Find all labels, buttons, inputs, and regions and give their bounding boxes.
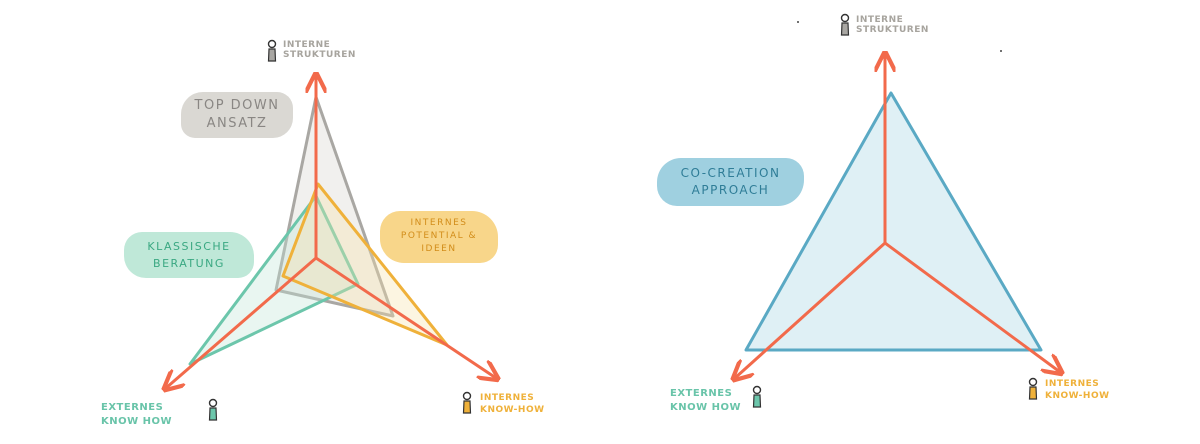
axis-label-line: INTERNES [1045,379,1100,389]
label-internes-potential: INTERNES POTENTIAL & IDEEN [380,211,498,263]
axis-right-right [884,241,1060,372]
axis-label-line: KNOW-HOW [1045,391,1110,401]
person-icon [1028,377,1038,400]
axis-label-externes-know-how: EXTERNES KNOW HOW [101,401,172,429]
person-icon [752,385,762,408]
axis-label-externes-know-how: EXTERNES KNOW HOW [670,387,741,415]
axis-label-internes-know-how: INTERNES KNOW-HOW [480,392,545,416]
axis-label-line: EXTERNES [670,388,733,399]
label-line: APPROACH [691,183,770,197]
axis-label-line: EXTERNES [101,402,164,413]
person-icon [267,39,277,62]
axis-right-left [315,256,496,378]
axis-left-left [166,256,317,388]
label-line: ANSATZ [206,116,268,131]
axis-label-line: KNOW HOW [101,416,173,427]
axis-label-interne-strukturen: INTERNE STRUKTUREN [856,15,929,35]
axis-label-line: KNOW HOW [670,402,742,413]
right-diagram [735,55,1060,378]
label-line: CO-CREATION [680,166,781,180]
axis-label-line: KNOW-HOW [480,405,545,415]
label-line: TOP DOWN [194,98,280,113]
axis-label-interne-strukturen: INTERNE STRUKTUREN [283,40,356,60]
person-icon [462,391,472,414]
label-line: KLASSISCHE [147,240,231,253]
axis-left-right [735,241,887,378]
polygon-co-creation [744,91,1043,352]
person-icon [840,13,850,36]
stray-dot [797,21,799,23]
stray-dot [1000,50,1002,52]
left-diagram [166,76,496,388]
label-line: INTERNES [410,218,468,228]
label-line: BERATUNG [153,257,225,270]
label-klassische-beratung: KLASSISCHE BERATUNG [124,232,254,278]
axis-label-line: STRUKTUREN [856,25,929,35]
axis-label-line: INTERNES [480,393,535,403]
label-line: IDEEN [421,244,457,254]
axis-label-line: INTERNE [856,15,904,25]
person-icon [208,398,218,421]
label-co-creation-approach: CO-CREATION APPROACH [657,158,804,206]
axis-label-line: STRUKTUREN [283,50,356,60]
label-line: POTENTIAL & [400,231,478,241]
polygon-internes-potential [281,182,449,347]
label-top-down-ansatz: TOP DOWN ANSATZ [181,92,293,138]
axis-label-internes-know-how: INTERNES KNOW-HOW [1045,378,1110,402]
axis-label-line: INTERNE [283,40,331,50]
